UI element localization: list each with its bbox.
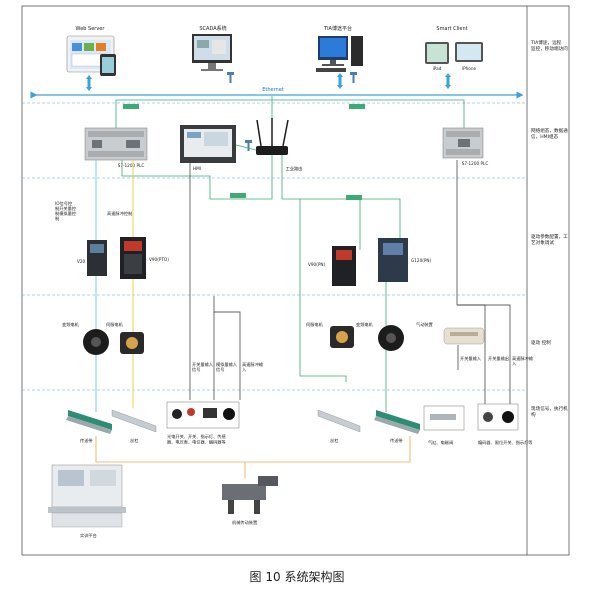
ethernet-label: Ethernet (262, 87, 284, 93)
cylinder-icon (423, 405, 465, 431)
layer-1-label: TIA博途，远程监控，移动端访问 (530, 39, 568, 52)
router-icon (256, 118, 289, 155)
layer-2-label: 网络组态，数据通信，HMI组态 (531, 127, 568, 140)
g120-label: G120(PN) (411, 258, 432, 263)
scada-label: SCADA系统 (199, 25, 226, 32)
slide-left-label: 丝杠 (130, 437, 138, 444)
cylinder-label: 气缸、电磁阀 (428, 439, 453, 446)
v90-pn-label: V90(PN) (308, 262, 325, 267)
bench-label: 实训平台 (80, 532, 97, 539)
pneumatic-label: 气动装置 (416, 321, 433, 328)
profinet-badge-1 (123, 104, 139, 109)
hs-pulse-in-note: 高速脉冲输入 (242, 361, 264, 372)
mechanical-linkage-lines (95, 436, 411, 478)
async-motor-right-label: 变频电机 (356, 321, 374, 328)
sensors-left-label: 光电开关、开关、指示灯、传感器、电压表、电位器、编码器等 (167, 433, 226, 446)
v90-pn-drive-icon (332, 246, 356, 286)
hmi-label: HMI (193, 166, 201, 171)
v20-drive-icon (87, 240, 107, 276)
conveyor-left-icon (66, 410, 112, 434)
servo-motor-left-icon (120, 332, 144, 354)
plc-left-icon (84, 127, 148, 161)
layer-3-label: 驱动参数配置，工艺对象调试 (531, 233, 568, 246)
pneumatic-unit-icon (443, 327, 485, 345)
plc-left-label: S7-1200 PLC (118, 163, 145, 168)
tia-label: TIA博途平台 (323, 25, 352, 32)
servo-motor-right-icon (330, 326, 354, 348)
transmission-mechanism-icon (222, 476, 278, 514)
mechanism-label: 机械传动装置 (232, 519, 257, 526)
async-motor-left-icon (83, 329, 109, 355)
plc-right-io-wire (456, 160, 458, 306)
io-signal-wires (189, 160, 511, 405)
pulse-signal-label: 高速脉冲控制 (107, 210, 132, 217)
conveyor-right-icon (374, 410, 420, 434)
profinet-badge-3 (230, 193, 246, 198)
client-link-arrows (86, 73, 451, 91)
slide-left-icon (111, 409, 157, 433)
tia-workstation-icon (316, 36, 363, 72)
profinet-links (115, 96, 465, 412)
layer-5-label: 现场信号，执行机构 (531, 405, 568, 418)
plc-right-icon (442, 127, 484, 159)
conveyor-left-label: 传送带 (80, 437, 93, 444)
scada-monitor-icon (192, 34, 232, 71)
servo-motor-left-label: 伺服电机 (106, 321, 124, 328)
slide-right-icon (317, 409, 361, 433)
ipad-label: iPad (433, 66, 442, 71)
async-motor-right-icon (378, 325, 404, 351)
analog-in-note: 模拟量输入信号 (216, 361, 238, 373)
conveyor-right-label: 传送带 (390, 437, 403, 444)
smart-client-label: Smart Client (436, 26, 467, 32)
v20-label: V20 (77, 259, 86, 264)
switch-out-right-note: 开关量输出 (488, 355, 509, 362)
iphone-label: iPhone (462, 66, 477, 71)
profinet-badge-4 (346, 195, 362, 200)
io-signal-label: IO信号控制开关量控制模拟量控制 (55, 200, 77, 222)
web-server-label: Web Server (76, 26, 106, 32)
encoder-limit-icon (477, 403, 519, 431)
smart-client-icon (425, 42, 483, 64)
hmi-panel-icon (180, 125, 236, 163)
switch-in-right-note: 开关量输入 (460, 355, 482, 362)
figure-caption: 图 10 系统架构图 (249, 570, 345, 584)
hs-pulse-in-right-note: 高速脉冲输入 (512, 355, 534, 366)
key-icons (227, 72, 357, 151)
web-server-icon (66, 35, 116, 76)
sensor-devices-icon (166, 401, 240, 429)
profinet-badge-2 (349, 104, 365, 109)
plc-right-label: S7-1200 PLC (462, 161, 489, 166)
router-label: 工业路由 (286, 165, 303, 172)
switch-in-note: 开关量输入信号 (192, 361, 214, 373)
g120-drive-icon (378, 238, 408, 282)
v90-pto-label: V90(PTO) (149, 257, 169, 262)
sensors-right-label: 编码器、限位开关、指示灯等 (478, 439, 532, 446)
servo-motor-right-label: 伺服电机 (306, 321, 324, 328)
training-bench-icon (48, 464, 126, 528)
slide-right-label: 丝杠 (330, 437, 338, 444)
v90-pto-drive-icon (120, 237, 146, 279)
async-motor-left-label: 变频电机 (62, 321, 80, 328)
layer-separators (22, 102, 527, 391)
layer-4-label: 驱动 控制 (531, 339, 551, 346)
